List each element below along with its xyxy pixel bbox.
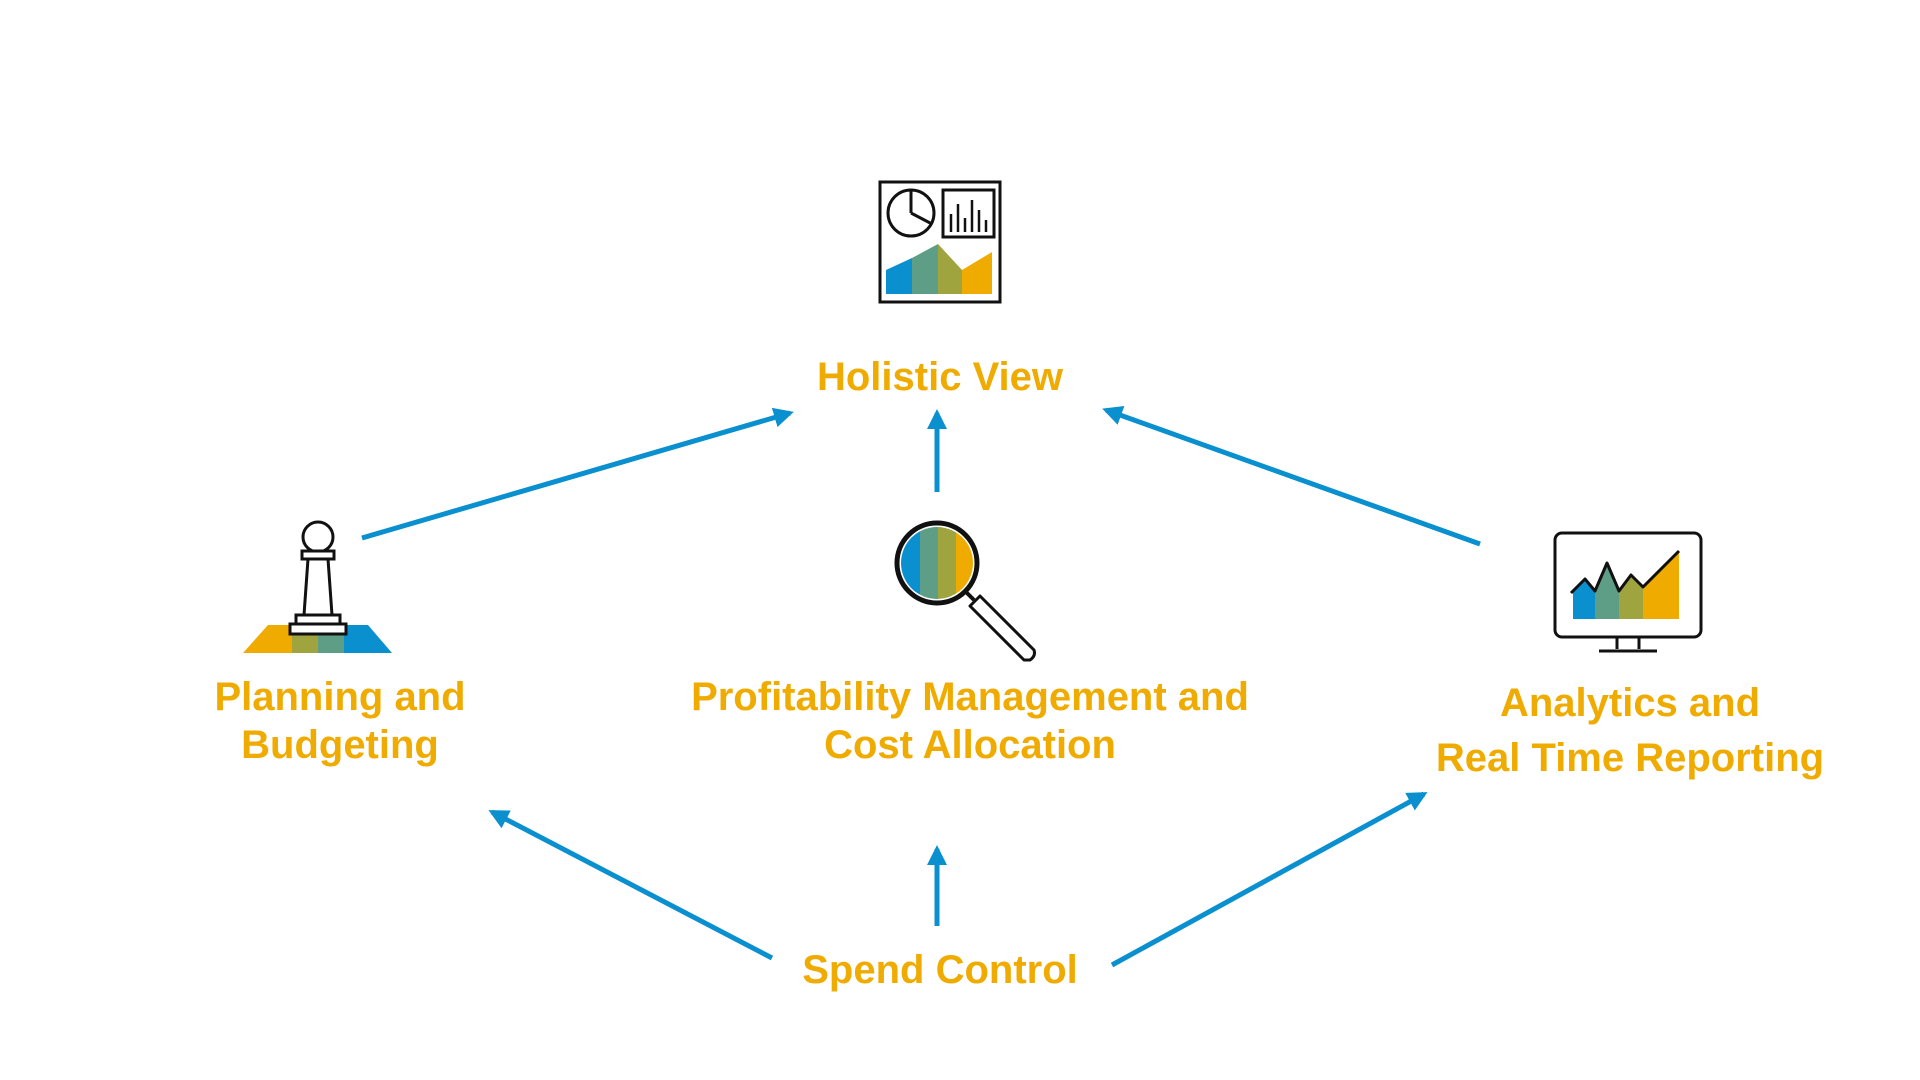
analytics-label-line1: Analytics and bbox=[1499, 681, 1761, 725]
analytics-label-line2: Real Time Reporting bbox=[1435, 736, 1825, 780]
holistic-view-label: Holistic View bbox=[816, 355, 1063, 399]
dashboard-icon bbox=[878, 180, 1002, 304]
planning-label-line1: Planning and bbox=[214, 675, 466, 719]
arrow-analytics-to-holistic bbox=[1102, 405, 1481, 547]
node-profitability-management: Profitability Management and Cost Alloca… bbox=[670, 673, 1270, 769]
profitability-label-line2: Cost Allocation bbox=[824, 723, 1116, 767]
arrow-planning-to-holistic bbox=[361, 407, 794, 541]
node-holistic-view: Holistic View bbox=[740, 353, 1140, 401]
planning-label-line2: Budgeting bbox=[241, 723, 439, 767]
node-planning-and-budgeting: Planning and Budgeting bbox=[170, 673, 510, 769]
arrow-spend-to-planning bbox=[488, 809, 774, 961]
node-spend-control: Spend Control bbox=[740, 946, 1140, 994]
node-analytics-reporting: Analytics and Real Time Reporting bbox=[1400, 676, 1860, 786]
spend-control-label: Spend Control bbox=[802, 948, 1078, 992]
chess-pawn-icon bbox=[243, 520, 392, 653]
monitor-chart-icon bbox=[1553, 531, 1703, 653]
arrow-spend-to-analytics bbox=[1110, 791, 1428, 968]
magnifier-icon bbox=[894, 520, 1036, 662]
profitability-label-line1: Profitability Management and bbox=[691, 675, 1249, 719]
